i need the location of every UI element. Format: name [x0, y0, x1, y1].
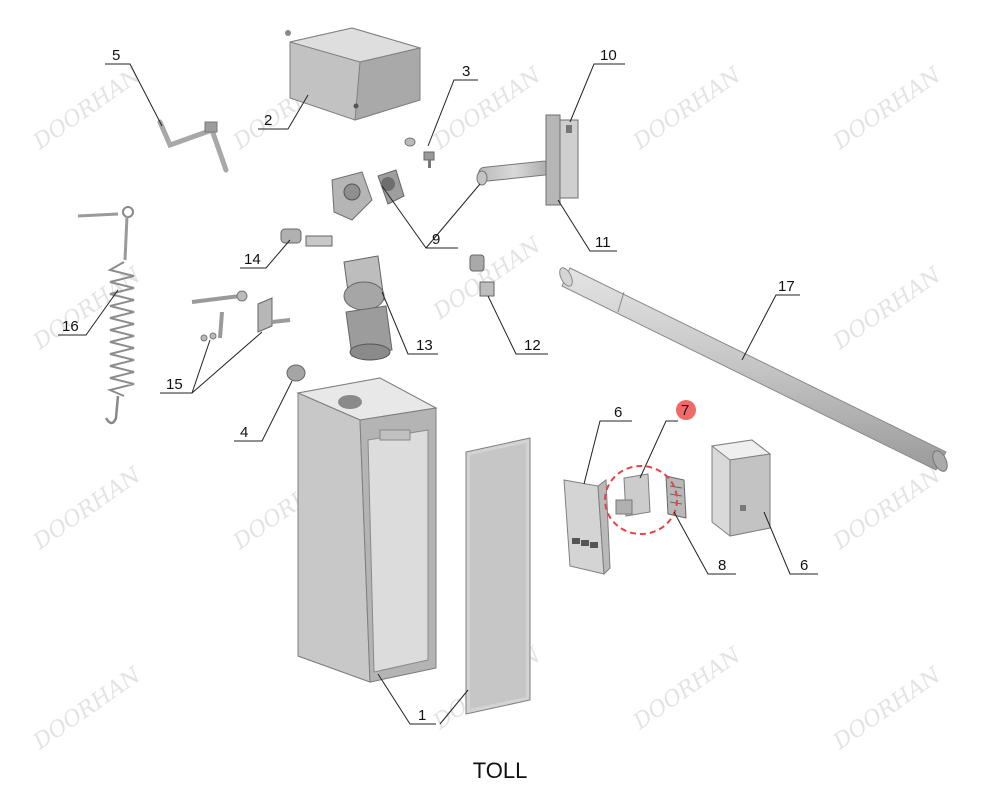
leader-7 [639, 420, 678, 479]
leader-lines [58, 63, 818, 725]
watermark: DOORHAN [628, 643, 746, 736]
callout-3: 3 [462, 63, 470, 80]
callout-10: 10 [600, 47, 617, 64]
leader-13 [381, 291, 438, 355]
part-boom [559, 267, 948, 472]
leader-16 [58, 289, 119, 336]
leader-5 [105, 63, 163, 127]
leader-1 [439, 689, 469, 725]
spring-coil [106, 261, 135, 397]
callout-17: 17 [778, 278, 795, 295]
part-drive-assembly [331, 169, 405, 221]
part-door-panel [465, 437, 531, 715]
leader-1 [377, 673, 436, 725]
leader-17 [741, 294, 800, 361]
leader-11 [557, 199, 617, 252]
callout-5: 5 [112, 47, 120, 64]
leader-14 [240, 239, 291, 269]
callout-9: 9 [432, 231, 440, 248]
callout-14: 14 [244, 251, 261, 268]
leader-9 [425, 183, 481, 249]
part-gear-motor [343, 255, 393, 361]
part-board-module [615, 473, 651, 517]
part-housing-front [563, 479, 611, 576]
callout-15: 15 [166, 376, 183, 393]
callouts: 1 2 3 4 5 6 6 7 8 9 10 11 12 13 14 15 16… [62, 47, 808, 724]
part-lock [404, 137, 435, 168]
part-cap [286, 364, 306, 382]
part-spring-mount [191, 290, 291, 342]
watermark: DOORHAN [828, 63, 946, 156]
leader-12 [487, 295, 548, 355]
callout-6: 6 [800, 557, 808, 574]
part-spring [77, 206, 135, 425]
leader-6 [583, 420, 632, 485]
callout-6: 6 [614, 404, 622, 421]
leader-6 [763, 511, 818, 575]
part-housing-back [710, 439, 772, 537]
callout-4: 4 [240, 424, 248, 441]
watermark: DOORHAN [428, 233, 546, 326]
diagram-caption: TOLL [472, 758, 528, 783]
watermark: DOORHAN [28, 663, 146, 756]
part-bracket [280, 228, 333, 247]
leader-15 [191, 331, 263, 394]
leader-10 [569, 63, 625, 123]
leader-4 [234, 380, 293, 442]
callout-16: 16 [62, 318, 79, 335]
watermark: DOORHAN [28, 463, 146, 556]
callout-7: 7 [681, 402, 689, 419]
part-output-shaft [476, 114, 579, 206]
callout-7-badge [676, 400, 696, 420]
watermark: DOORHAN [628, 63, 746, 156]
leader-3 [427, 79, 478, 147]
part-limit-switch [469, 254, 495, 297]
watermark: DOORHAN [428, 63, 546, 156]
callout-12: 12 [524, 337, 541, 354]
watermark: DOORHAN [828, 463, 946, 556]
highlight-circle [604, 465, 678, 535]
part-connector-block [665, 475, 687, 519]
leader-2 [258, 94, 309, 130]
part-cover [285, 27, 422, 121]
watermark: DOORHAN [828, 663, 946, 756]
callout-11: 11 [595, 234, 611, 251]
callout-2: 2 [264, 112, 272, 129]
callout-13: 13 [416, 337, 433, 354]
watermark: DOORHAN [28, 63, 146, 156]
callout-8: 8 [718, 557, 726, 574]
leader-8 [673, 511, 736, 575]
watermark: DOORHAN [828, 263, 946, 356]
part-crank-handle [157, 119, 229, 173]
callout-1: 1 [418, 707, 426, 724]
part-cabinet [296, 377, 438, 683]
